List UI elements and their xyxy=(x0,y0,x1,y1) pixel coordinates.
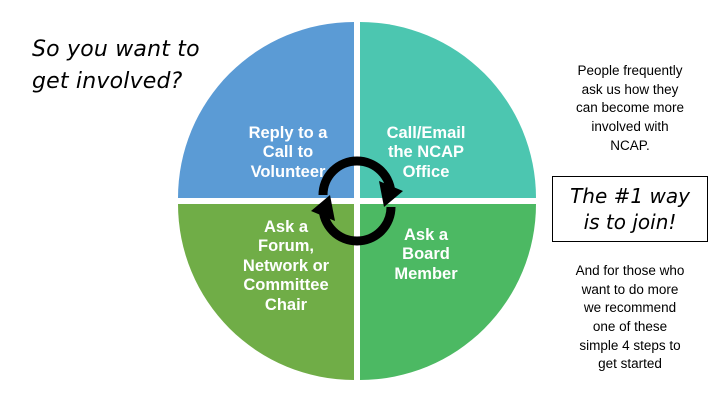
quadrant-label-top-right: Call/Email the NCAP Office xyxy=(386,123,466,181)
quadrant-reply-to-call[interactable]: Reply to a Call to Volunteer xyxy=(178,22,354,198)
quadrant-call-email-office[interactable]: Call/Email the NCAP Office xyxy=(360,22,536,198)
outro-paragraph: And for those who want to do more we rec… xyxy=(575,263,685,372)
quadrant-ask-forum-chair[interactable]: Ask a Forum, Network or Committee Chair xyxy=(178,204,354,380)
explanatory-column: People frequently ask us how they can be… xyxy=(546,0,714,405)
quadrant-ask-board-member[interactable]: Ask a Board Member xyxy=(360,204,536,380)
callout-text: The #1 way is to join! xyxy=(570,184,690,234)
page-title: So you want to get involved? xyxy=(32,37,200,94)
quadrant-label-bottom-right: Ask a Board Member xyxy=(394,226,458,283)
callout-box: The #1 way is to join! xyxy=(552,176,708,242)
quadrant-label-top-left: Reply to a Call to Volunteer xyxy=(248,123,328,181)
four-quadrant-wheel: Reply to a Call to Volunteer Call/Email … xyxy=(178,22,536,380)
intro-paragraph: People frequently ask us how they can be… xyxy=(575,63,685,153)
quadrant-label-bottom-left: Ask a Forum, Network or Committee Chair xyxy=(242,218,330,314)
